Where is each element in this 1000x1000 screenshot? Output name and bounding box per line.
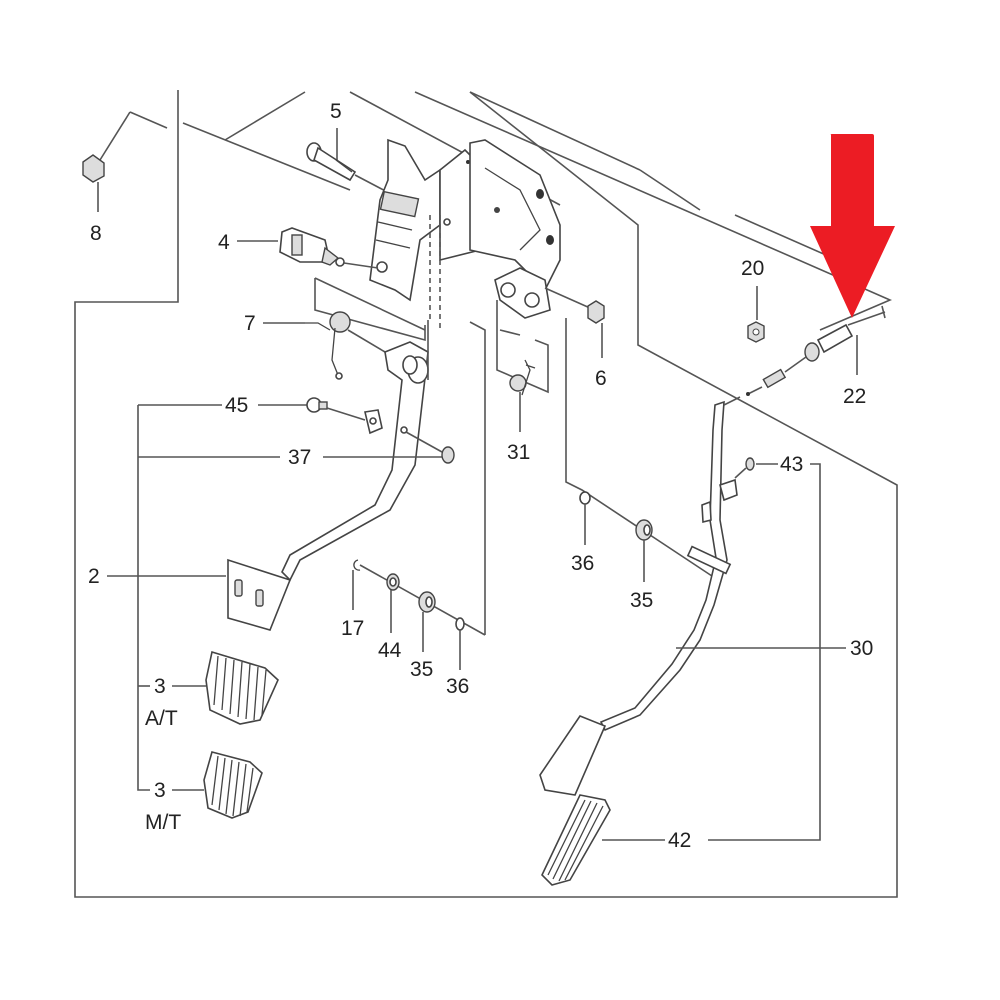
part-30-accelerator-pedal[interactable] xyxy=(539,400,738,796)
part-6-nut[interactable] xyxy=(587,300,605,324)
callout-20: 20 xyxy=(741,257,764,280)
enclosure-7 xyxy=(314,278,426,342)
stopper-43-axis xyxy=(734,467,747,479)
callout-22: 22 xyxy=(843,385,866,408)
callout-3-mt: 3 xyxy=(154,779,166,802)
part-2-brake-pedal[interactable] xyxy=(227,341,429,631)
bracket-line-main xyxy=(137,405,150,791)
part-35-bushing-right[interactable] xyxy=(635,519,653,541)
callout-7: 7 xyxy=(244,312,256,335)
callout-42: 42 xyxy=(668,829,691,852)
part-36-washer-right[interactable] xyxy=(579,491,591,505)
label-mt: M/T xyxy=(145,811,181,834)
callout-4: 4 xyxy=(218,231,230,254)
switch-axis xyxy=(343,262,379,269)
callout-3-at: 3 xyxy=(154,675,166,698)
part-35-bushing-left[interactable] xyxy=(418,591,436,613)
callout-36-right: 36 xyxy=(571,552,594,575)
part-42-accelerator-pad[interactable] xyxy=(541,794,611,886)
pedal-bracket[interactable] xyxy=(369,138,561,330)
callout-44: 44 xyxy=(378,639,402,662)
enclosure-7b xyxy=(314,277,426,331)
callout-30: 30 xyxy=(850,637,873,660)
part-4-switch[interactable] xyxy=(279,227,345,267)
enclosure-31b xyxy=(499,329,521,336)
part-45-stopper[interactable] xyxy=(306,397,328,413)
part-43-stopper[interactable] xyxy=(745,457,755,471)
leader-8-top xyxy=(129,111,168,129)
stopper-axis xyxy=(326,407,366,421)
part-44-bushing[interactable] xyxy=(386,573,400,591)
callout-35-left: 35 xyxy=(410,658,433,681)
part-22-accelerator-cable[interactable] xyxy=(746,305,886,396)
callout-6: 6 xyxy=(595,367,607,390)
enclosure-31 xyxy=(496,300,549,394)
callout-2: 2 xyxy=(88,565,100,588)
frame-lines xyxy=(74,90,898,898)
part-37-nut[interactable] xyxy=(441,446,455,464)
bushing-axis-right xyxy=(565,318,719,581)
label-at: A/T xyxy=(145,707,178,730)
callout-35-right: 35 xyxy=(630,589,653,612)
highlight-arrow-icon xyxy=(810,134,895,318)
callout-5: 5 xyxy=(330,100,342,123)
part-8-nut[interactable] xyxy=(82,154,105,183)
callout-17: 17 xyxy=(341,617,364,640)
spring-axis xyxy=(347,329,386,353)
callout-31: 31 xyxy=(507,441,530,464)
callout-37: 37 xyxy=(288,446,311,469)
callout-43: 43 xyxy=(780,453,803,476)
callout-45: 45 xyxy=(225,394,248,417)
part-36-washer-left[interactable] xyxy=(455,617,465,631)
part-17-clip[interactable] xyxy=(353,559,361,571)
leader-8-angle xyxy=(99,111,131,161)
part-31-spring[interactable] xyxy=(509,359,536,396)
nut-37-axis xyxy=(405,431,443,453)
part-7-spring[interactable] xyxy=(305,311,351,380)
part-3-at-pad[interactable] xyxy=(205,650,279,725)
bushing-bracket-left xyxy=(469,321,486,635)
part-3-mt-pad[interactable] xyxy=(203,751,263,819)
bracket-line-right xyxy=(708,463,821,841)
part-20-nut[interactable] xyxy=(747,321,765,343)
callout-8: 8 xyxy=(90,222,102,245)
part-5-bolt[interactable] xyxy=(306,142,357,182)
cable-link xyxy=(723,396,741,406)
callout-36-left: 36 xyxy=(446,675,469,698)
nut-6-axis xyxy=(544,287,591,309)
